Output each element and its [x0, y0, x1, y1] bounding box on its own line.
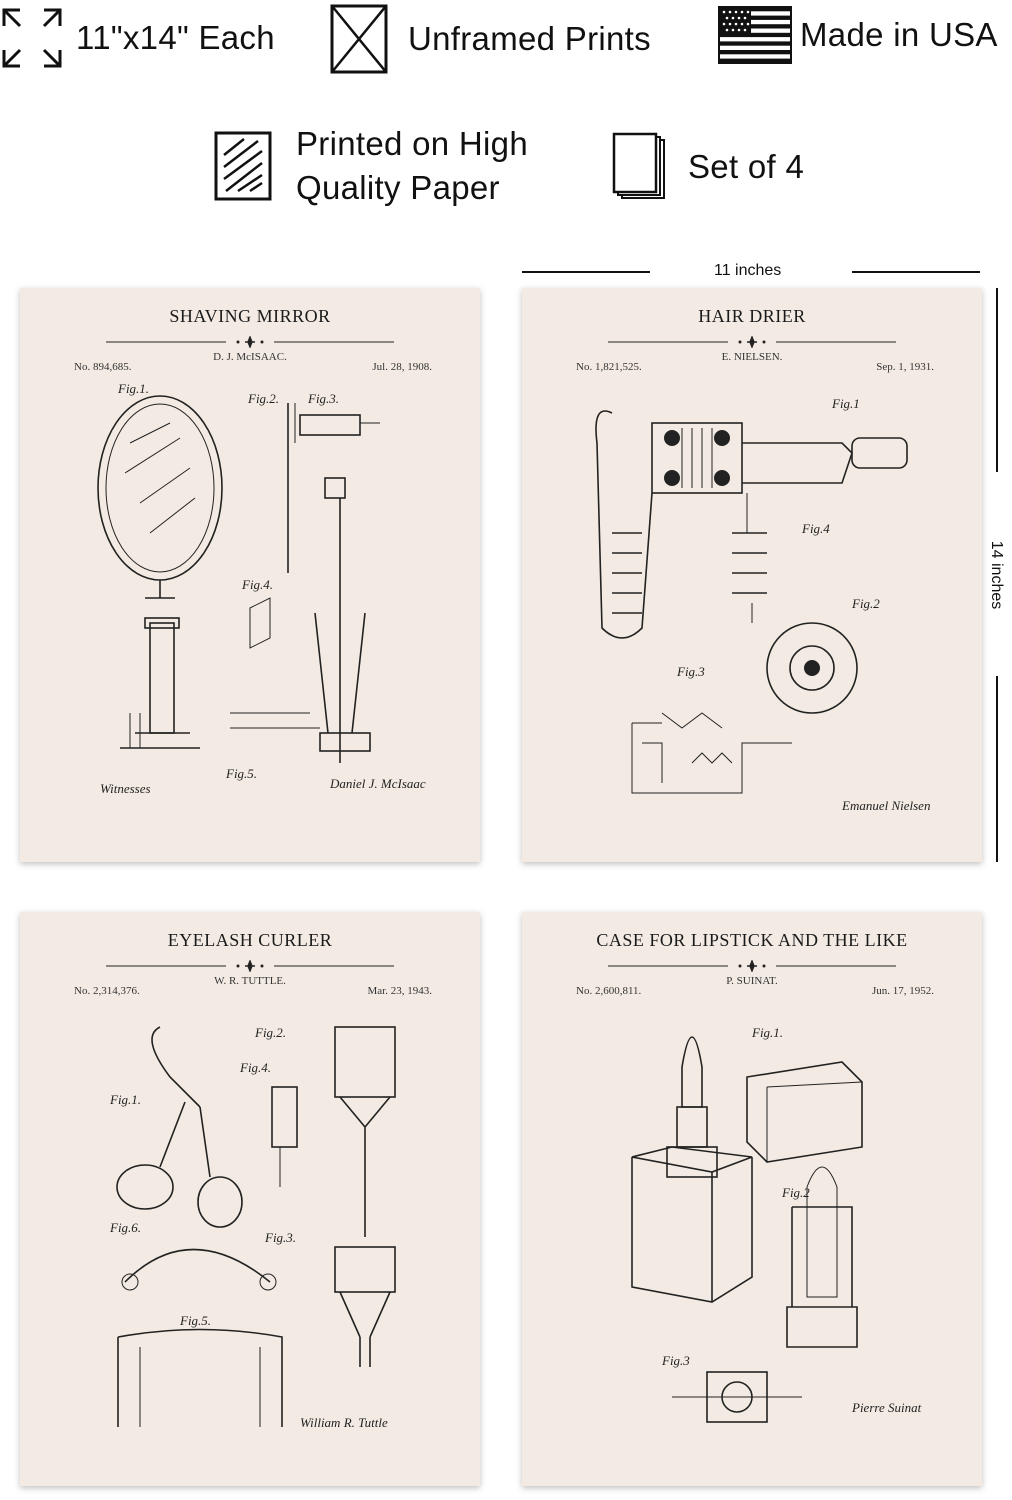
patent-drawing-shaving-mirror: Fig.1. Fig.2. Fig.3. Fig.4. Fig.5. Witne… — [50, 381, 450, 843]
feature-usa: Made in USA — [718, 6, 998, 64]
patent-number: No. 2,314,376. — [74, 985, 140, 997]
feature-paper-line1: Printed on High — [296, 125, 528, 162]
feature-paper: Printed on High Quality Paper — [214, 125, 528, 207]
svg-text:Fig.2: Fig.2 — [781, 1185, 810, 1200]
poster-inventor: W. R. TUTTLE. — [214, 975, 286, 987]
title-rule — [608, 336, 896, 348]
svg-text:Fig.1: Fig.1 — [831, 396, 860, 411]
poster-inventor: E. NIELSEN. — [721, 351, 783, 363]
poster-title: CASE FOR LIPSTICK AND THE LIKE — [596, 930, 908, 950]
feature-set: Set of 4 — [612, 132, 804, 202]
svg-text:Fig.6.: Fig.6. — [109, 1220, 141, 1235]
height-label: 14 inches — [988, 540, 1005, 610]
svg-text:Daniel J. McIsaac: Daniel J. McIsaac — [329, 776, 426, 791]
svg-text:Fig.2: Fig.2 — [851, 596, 880, 611]
svg-text:Fig.3: Fig.3 — [661, 1353, 690, 1368]
title-rule — [106, 336, 394, 348]
height-line-bottom — [996, 676, 998, 862]
feature-paper-text: Printed on High Quality Paper — [296, 125, 528, 207]
crossed-frame-icon — [330, 4, 388, 74]
svg-text:Fig.4.: Fig.4. — [241, 577, 273, 592]
width-label: 11 inches — [714, 262, 782, 279]
poster-title: SHAVING MIRROR — [169, 306, 331, 326]
patent-number: No. 894,685. — [74, 361, 132, 373]
poster-inventor: D. J. McISAAC. — [213, 351, 287, 363]
svg-text:Fig.2.: Fig.2. — [254, 1025, 286, 1040]
width-line-right — [852, 271, 980, 273]
title-rule — [106, 960, 394, 972]
poster-eyelash-curler: EYELASH CURLER W. R. TUTTLE. No. 2,314,3… — [20, 912, 480, 1486]
svg-text:Fig.3.: Fig.3. — [264, 1230, 296, 1245]
svg-text:William R. Tuttle: William R. Tuttle — [300, 1415, 388, 1430]
poster-inventor: P. SUINAT. — [726, 975, 778, 987]
patent-date: Jul. 28, 1908. — [372, 361, 432, 373]
feature-size: 11"x14" Each — [0, 6, 275, 70]
expand-arrows-icon — [2, 8, 62, 68]
hatched-paper-icon — [214, 131, 272, 201]
svg-text:Fig.4.: Fig.4. — [239, 1060, 271, 1075]
patent-date: Mar. 23, 1943. — [367, 985, 432, 997]
svg-text:Fig.3: Fig.3 — [676, 664, 705, 679]
svg-text:Fig.4: Fig.4 — [801, 521, 830, 536]
feature-unframed-label: Unframed Prints — [408, 19, 651, 57]
feature-paper-line2: Quality Paper — [296, 169, 500, 207]
svg-text:Witnesses: Witnesses — [100, 781, 151, 796]
patent-number: No. 1,821,525. — [576, 361, 642, 373]
poster-title: EYELASH CURLER — [167, 930, 333, 950]
svg-text:Fig.5.: Fig.5. — [225, 766, 257, 781]
svg-text:Fig.3.: Fig.3. — [307, 391, 339, 406]
feature-size-label: 11"x14" Each — [76, 18, 275, 56]
stacked-sheets-icon — [612, 132, 665, 199]
patent-date: Jun. 17, 1952. — [871, 985, 934, 997]
title-rule — [608, 960, 896, 972]
poster-lipstick-case: CASE FOR LIPSTICK AND THE LIKE P. SUINAT… — [522, 912, 982, 1486]
patent-date: Sep. 1, 1931. — [876, 361, 934, 373]
poster-shaving-mirror: SHAVING MIRROR D. J. McISAAC. No. 894,68… — [20, 288, 480, 862]
feature-usa-label: Made in USA — [800, 15, 998, 53]
svg-text:Fig.1.: Fig.1. — [751, 1025, 783, 1040]
svg-text:Fig.1.: Fig.1. — [117, 383, 149, 396]
svg-text:Emanuel Nielsen: Emanuel Nielsen — [841, 798, 930, 813]
patent-drawing-eyelash-curler: Fig.1. Fig.4. Fig.2. Fig.6. Fig.3. Fig.5… — [50, 1007, 450, 1467]
poster-hair-drier: HAIR DRIER E. NIELSEN. No. 1,821,525. Se… — [522, 288, 982, 862]
feature-set-label: Set of 4 — [688, 147, 805, 185]
svg-text:Fig.2.: Fig.2. — [247, 391, 279, 406]
patent-drawing-lipstick-case: Fig.1. Fig.2 Fig.3 Pierre Suinat — [552, 1007, 952, 1467]
patent-number: No. 2,600,811. — [576, 985, 642, 997]
poster-title: HAIR DRIER — [698, 306, 806, 326]
us-flag-icon — [718, 6, 792, 64]
svg-text:Fig.5.: Fig.5. — [179, 1313, 211, 1328]
patent-drawing-hair-drier: Fig.1 Fig.2 Fig.4 Fig.3 Emanuel Nielsen — [552, 383, 952, 843]
height-line-top — [996, 288, 998, 472]
svg-text:Fig.1.: Fig.1. — [109, 1092, 141, 1107]
feature-unframed: Unframed Prints — [326, 2, 651, 76]
svg-text:Pierre Suinat: Pierre Suinat — [851, 1400, 922, 1415]
width-line-left — [522, 271, 650, 273]
